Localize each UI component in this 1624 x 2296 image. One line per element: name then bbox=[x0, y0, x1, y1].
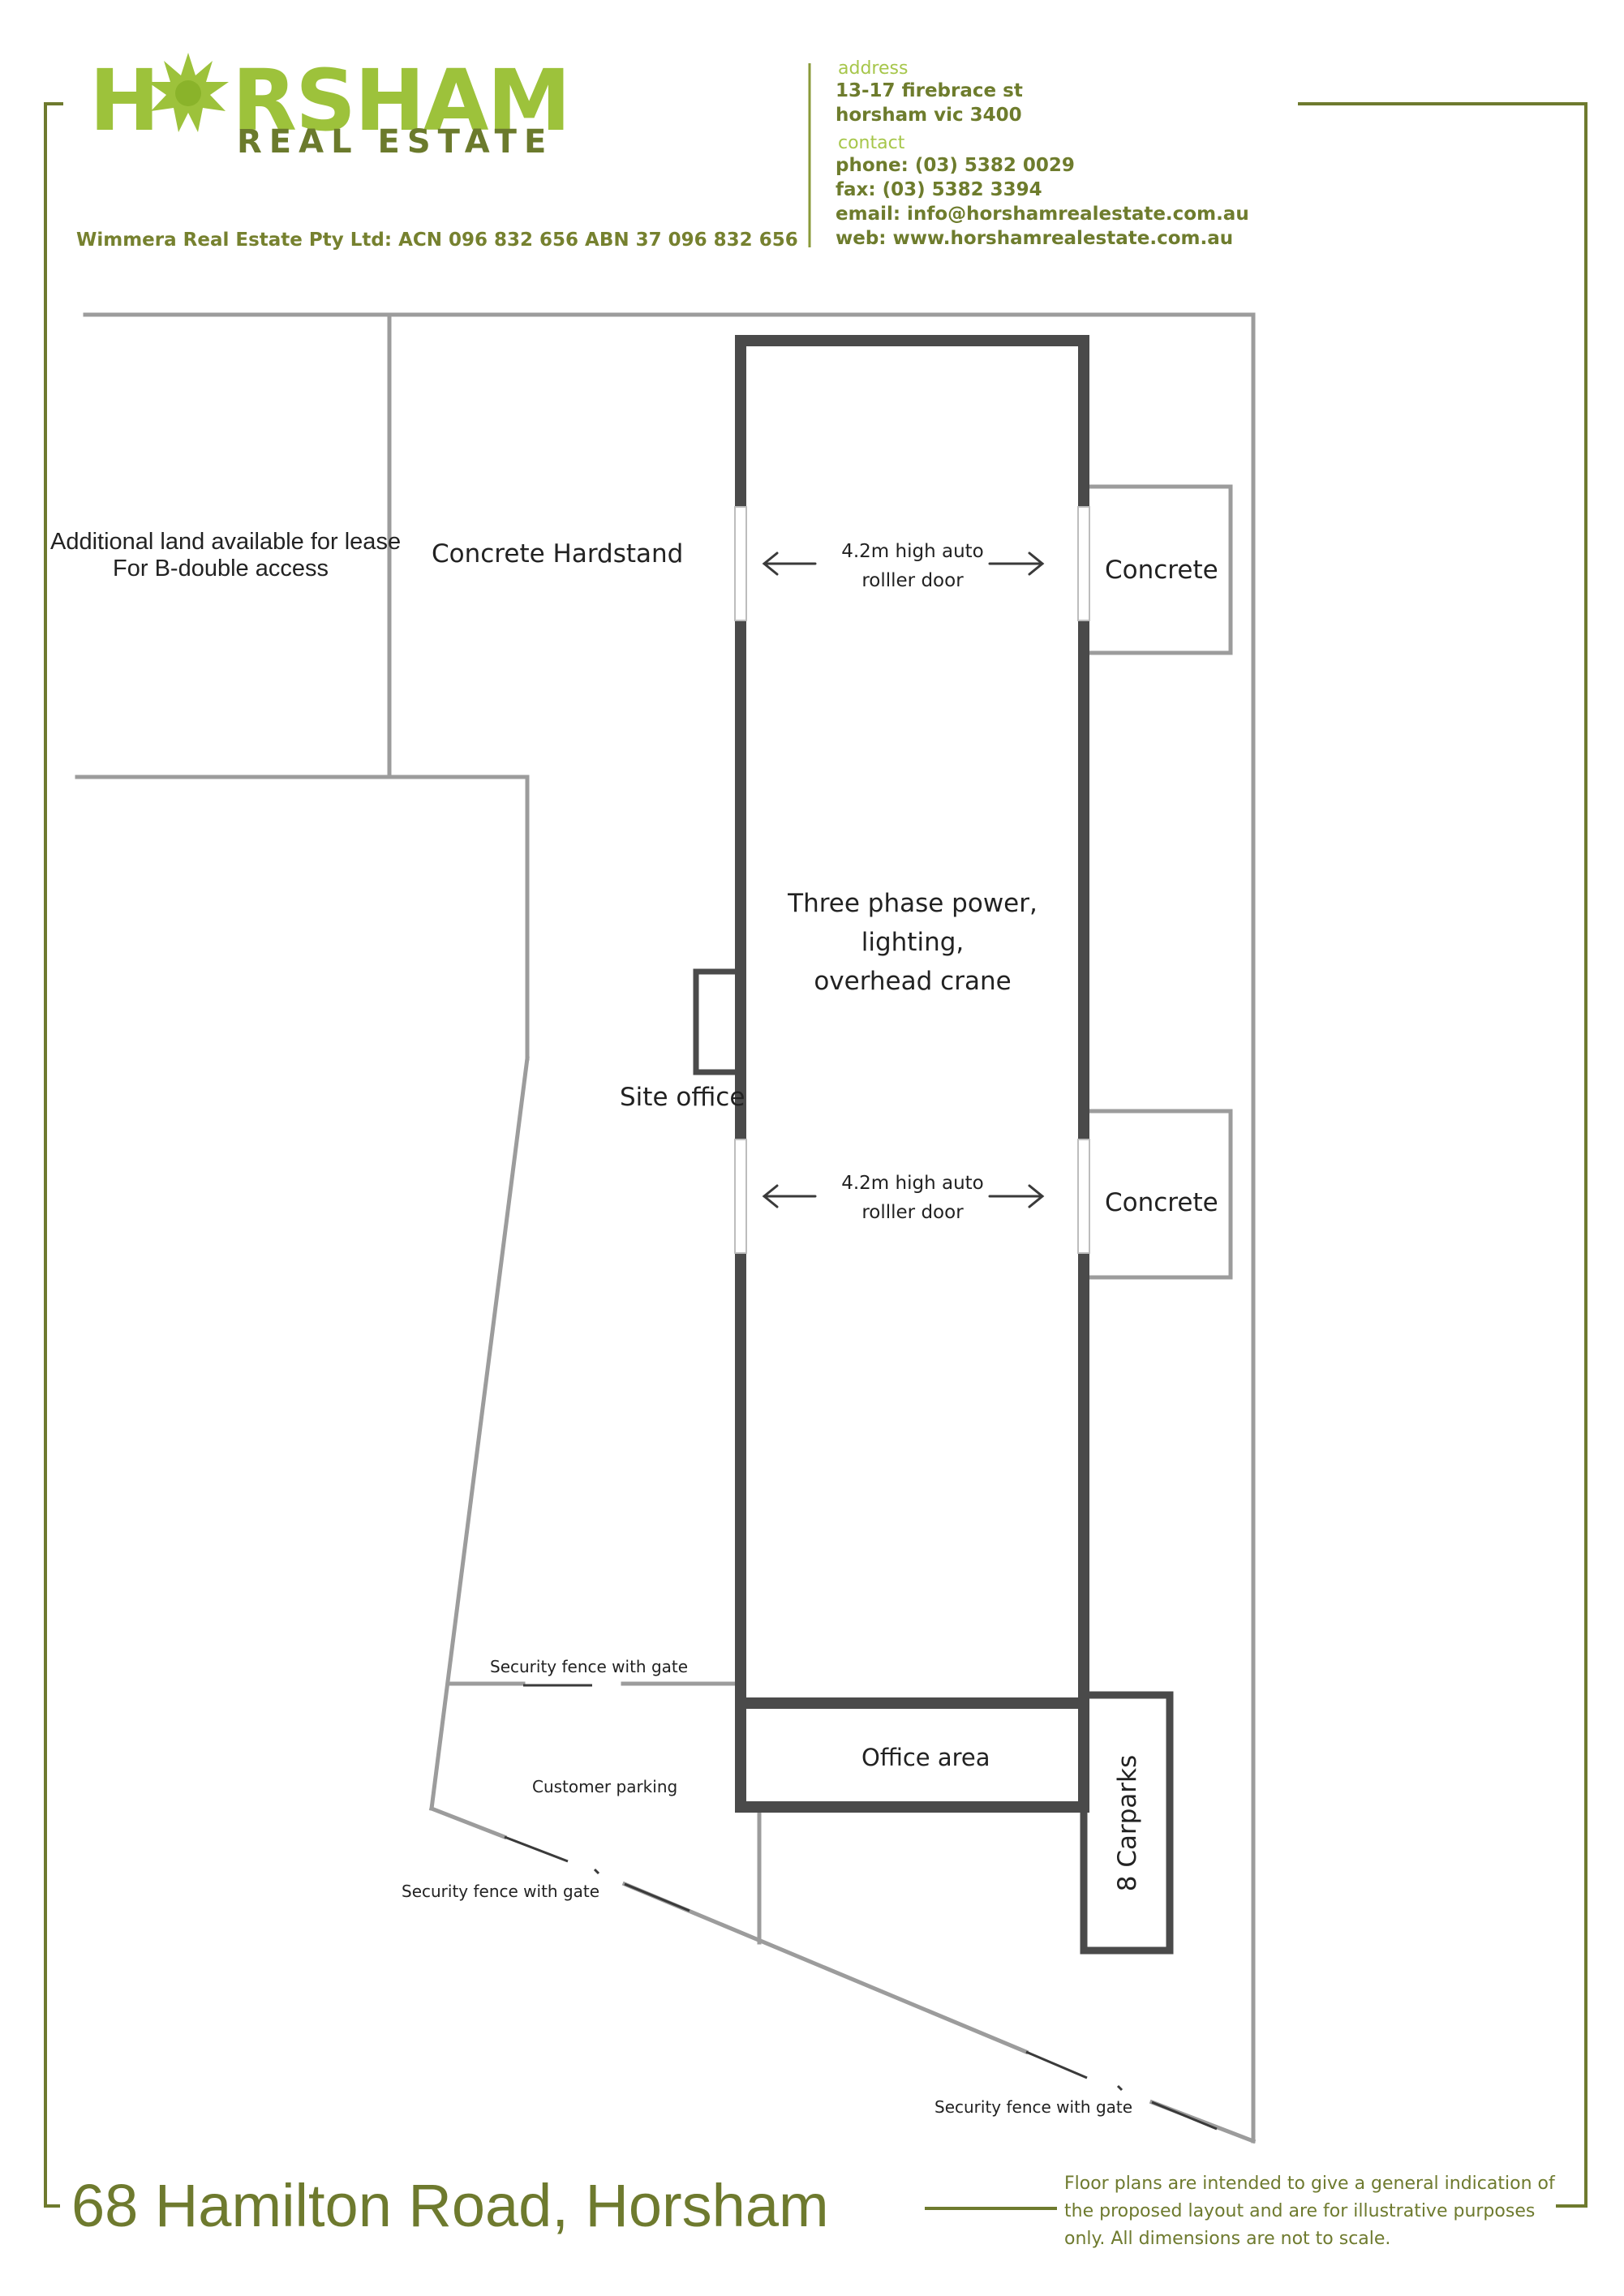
company-details: Wimmera Real Estate Pty Ltd: ACN 096 832… bbox=[76, 230, 798, 251]
disclaimer-text: Floor plans are intended to give a gener… bbox=[1064, 2174, 1555, 2249]
concrete-top-label: Concrete bbox=[1105, 556, 1218, 585]
email-address[interactable]: email: info@horshamrealestate.com.au bbox=[836, 204, 1249, 225]
gate-2-leaf-a bbox=[504, 1835, 569, 1863]
contact-label: contact bbox=[838, 133, 905, 153]
gate-3-leaf-b bbox=[1151, 2101, 1218, 2131]
logo-wordmark-right: RSHAM bbox=[232, 51, 571, 150]
security-fence-label-3: Security fence with gate bbox=[934, 2097, 1133, 2117]
gate-3-hinge bbox=[1116, 2084, 1123, 2092]
arrow-bottom-right bbox=[988, 1184, 1045, 1208]
phone-number: phone: (03) 5382 0029 bbox=[836, 155, 1075, 176]
door-bottom-left-opening bbox=[734, 1139, 747, 1254]
gate-2-hinge bbox=[593, 1868, 600, 1875]
boundary-west-diagonal bbox=[429, 1056, 530, 1811]
carpark-box bbox=[1080, 1691, 1174, 1955]
building-features-label: Three phase power, lighting, overhead cr… bbox=[779, 884, 1046, 1001]
roller-door-top-line2: rolller door bbox=[861, 570, 964, 591]
office-address-line1: 13-17 firebrace st bbox=[836, 80, 1023, 101]
arrow-bottom-left bbox=[762, 1184, 817, 1208]
fax-number: fax: (03) 5382 3394 bbox=[836, 179, 1042, 200]
logo-wordmark-left: H bbox=[89, 51, 160, 150]
additional-land-label: Additional land available for lease For … bbox=[50, 529, 402, 582]
roller-door-bottom-line2: rolller door bbox=[861, 1202, 964, 1223]
concrete-pad-top bbox=[1081, 484, 1233, 655]
door-bottom-right-opening bbox=[1077, 1139, 1090, 1254]
customer-parking-label: Customer parking bbox=[532, 1777, 678, 1796]
concrete-bottom-label: Concrete bbox=[1105, 1188, 1218, 1217]
boundary-south-1 bbox=[428, 1805, 508, 1840]
features-line2: lighting, bbox=[861, 928, 965, 957]
door-top-right-opening bbox=[1077, 506, 1090, 621]
gate-3-leaf-a bbox=[1025, 2050, 1088, 2079]
office-area-label: Office area bbox=[861, 1744, 990, 1771]
gate-leaves bbox=[504, 1684, 1218, 2131]
door-openings bbox=[734, 506, 1090, 1254]
website-link[interactable]: web: www.horshamrealestate.com.au bbox=[836, 228, 1234, 249]
boundary-south-2 bbox=[621, 1881, 1029, 2055]
site-office-box bbox=[693, 968, 744, 1075]
frame-left bbox=[44, 102, 63, 2208]
site-boundary bbox=[75, 312, 1257, 2144]
door-arrows bbox=[762, 551, 1045, 1208]
address-label: address bbox=[838, 58, 909, 79]
site-office-label: Site office bbox=[620, 1083, 745, 1112]
roller-door-top-line1: 4.2m high auto bbox=[841, 541, 984, 562]
door-top-left-opening bbox=[734, 506, 747, 621]
logo-star-icon bbox=[148, 53, 229, 132]
logo-subtitle: REAL ESTATE bbox=[237, 123, 554, 161]
gate-2-leaf-b bbox=[624, 1882, 690, 1912]
roller-door-bottom-label: 4.2m high auto rolller door bbox=[819, 1169, 1006, 1227]
roller-door-top-label: 4.2m high auto rolller door bbox=[819, 537, 1006, 595]
roller-door-bottom-line1: 4.2m high auto bbox=[841, 1173, 984, 1194]
concrete-hardstand-label: Concrete Hardstand bbox=[432, 539, 684, 569]
features-line3: overhead crane bbox=[814, 967, 1012, 996]
page-frame bbox=[44, 102, 1587, 2210]
concrete-pad-bottom bbox=[1081, 1109, 1233, 1280]
frame-right bbox=[1298, 102, 1587, 2208]
carparks-label: 8 Carparks bbox=[1113, 1754, 1142, 1892]
additional-land-line1: Additional land available for lease bbox=[50, 529, 402, 555]
security-fence-label-1: Security fence with gate bbox=[490, 1657, 689, 1676]
property-address: 68 Hamilton Road, Horsham bbox=[71, 2172, 829, 2239]
additional-land-line2: For B-double access bbox=[113, 556, 329, 582]
features-line1: Three phase power, bbox=[788, 889, 1038, 918]
security-fence-label-2: Security fence with gate bbox=[402, 1882, 600, 1901]
office-address-line2: horsham vic 3400 bbox=[836, 105, 1022, 126]
arrow-top-left bbox=[762, 551, 817, 576]
arrow-top-right bbox=[988, 551, 1045, 576]
